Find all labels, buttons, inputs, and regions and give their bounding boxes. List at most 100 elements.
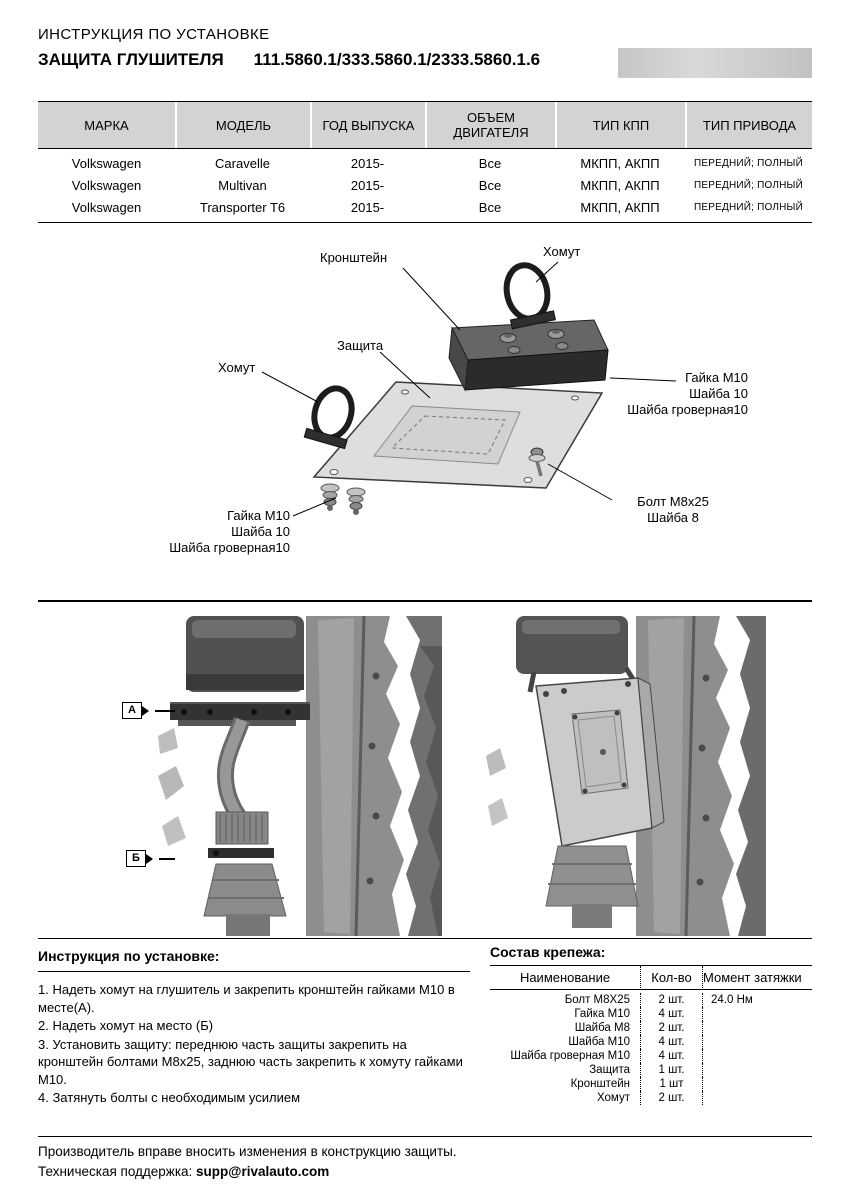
vehicle-table-header: МАРКА МОДЕЛЬ ГОД ВЫПУСКА ОБЪЕМ ДВИГАТЕЛЯ… xyxy=(38,102,812,149)
hardware-cell-qty: 2 шт. xyxy=(640,1091,702,1105)
hardware-cell-qty: 4 шт. xyxy=(640,1035,702,1049)
vehicle-cell: МКПП, АКПП xyxy=(580,155,660,171)
hardware-cell-name: Хомут xyxy=(597,1091,630,1104)
vehicle-header-cell: ГОД ВЫПУСКА xyxy=(310,102,425,148)
hardware-row: Шайба гроверная М10 4 шт. xyxy=(490,1049,812,1063)
hardware-cell-torque xyxy=(702,1021,812,1035)
hardware-row: Болт М8Х25 2 шт. 24.0 Нм xyxy=(490,993,812,1007)
marker-a-leader xyxy=(155,710,175,712)
vehicle-header-cell: ТИП ПРИВОДА xyxy=(685,102,812,148)
doc-type-line: ИНСТРУКЦИЯ ПО УСТАНОВКЕ xyxy=(38,26,270,43)
hardware-cell-name: Шайба М8 xyxy=(574,1021,630,1034)
diagram-label-clamp-top: Хомут xyxy=(543,244,581,259)
vehicle-cell: Volkswagen xyxy=(71,155,142,171)
diagram-label-line: Шайба гроверная10 xyxy=(169,540,290,555)
vehicle-row: Volkswagen Transporter T6 2015- Все МКПП… xyxy=(38,196,812,218)
hardware-cell-torque xyxy=(702,1091,812,1105)
vehicle-header-cell: ТИП КПП xyxy=(555,102,685,148)
vehicle-cell: ПЕРЕДНИЙ; ПОЛНЫЙ xyxy=(693,157,803,169)
vehicle-cell: Все xyxy=(478,199,502,215)
hardware-cell-torque: 24.0 Нм xyxy=(702,993,812,1007)
hardware-cell-torque xyxy=(702,1077,812,1091)
installation-instructions: Инструкция по установке: 1. Надеть хомут… xyxy=(38,948,470,1108)
installation-step: 2. Надеть хомут на место (Б) xyxy=(38,1018,214,1033)
marker-b: Б xyxy=(126,850,153,867)
vehicle-cell: Volkswagen xyxy=(71,177,142,193)
vehicle-cell: 2015- xyxy=(350,177,385,193)
vehicle-cell: МКПП, АКПП xyxy=(580,199,660,215)
hardware-cell-name: Кронштейн xyxy=(570,1077,630,1090)
diagram-label-nut-stack-right: Гайка М10 Шайба 10 Шайба гроверная10 xyxy=(610,370,748,418)
arrow-right-icon xyxy=(145,853,153,864)
hardware-heading: Состав крепежа: xyxy=(490,944,606,960)
hardware-cell-qty: 1 шт. xyxy=(640,1063,702,1077)
installation-photo-before xyxy=(158,616,442,936)
section-divider xyxy=(38,1136,812,1137)
vehicle-cell: Multivan xyxy=(218,177,267,193)
hardware-header-torque: Момент затяжки xyxy=(702,966,812,990)
support-label: Техническая поддержка: xyxy=(38,1164,197,1179)
hardware-cell-torque xyxy=(702,1035,812,1049)
vehicle-cell: ПЕРЕДНИЙ; ПОЛНЫЙ xyxy=(693,179,803,191)
hardware-row: Защита 1 шт. xyxy=(490,1063,812,1077)
hardware-row: Кронштейн 1 шт xyxy=(490,1077,812,1091)
installation-step: 3. Установить защиту: переднюю часть защ… xyxy=(38,1036,463,1087)
hardware-row: Хомут 2 шт. xyxy=(490,1091,812,1105)
hardware-section: Состав крепежа: Наименование Кол-во Моме… xyxy=(490,944,812,1105)
hardware-cell-name: Шайба гроверная М10 xyxy=(510,1049,630,1062)
diagram-label-line: Гайка М10 xyxy=(685,370,748,385)
vehicle-cell: Caravelle xyxy=(215,155,270,171)
hardware-cell-qty: 4 шт. xyxy=(640,1049,702,1063)
hardware-cell-qty: 2 шт. xyxy=(640,1021,702,1035)
marker-b-label: Б xyxy=(126,850,146,867)
hardware-header-qty: Кол-во xyxy=(640,966,702,990)
marker-b-leader xyxy=(159,858,175,860)
installation-heading: Инструкция по установке: xyxy=(38,948,470,972)
hardware-cell-torque xyxy=(702,1049,812,1063)
hardware-table-body: Болт М8Х25 2 шт. 24.0 Нм Гайка М10 4 шт.… xyxy=(490,990,812,1105)
vehicle-cell: 2015- xyxy=(350,199,385,215)
hardware-cell-qty: 1 шт xyxy=(640,1077,702,1091)
diagram-label-bolt-stack: Болт М8х25 Шайба 8 xyxy=(608,494,738,526)
vehicle-header-cell: ОБЪЕМ ДВИГАТЕЛЯ xyxy=(425,102,555,148)
vehicle-cell: МКПП, АКПП xyxy=(580,177,660,193)
section-divider xyxy=(38,938,812,939)
hardware-header-name: Наименование xyxy=(490,966,640,990)
hardware-cell-name: Защита xyxy=(589,1063,630,1076)
marker-a: А xyxy=(122,702,149,719)
marker-a-label: А xyxy=(122,702,142,719)
installation-photo-after xyxy=(486,616,766,936)
footer-disclaimer: Производитель вправе вносить изменения в… xyxy=(38,1144,457,1159)
vehicle-row: Volkswagen Multivan 2015- Все МКПП, АКПП… xyxy=(38,174,812,196)
diagram-label-line: Шайба гроверная10 xyxy=(627,402,748,417)
installation-step: 1. Надеть хомут на глушитель и закрепить… xyxy=(38,982,455,1015)
vehicle-table: МАРКА МОДЕЛЬ ГОД ВЫПУСКА ОБЪЕМ ДВИГАТЕЛЯ… xyxy=(38,101,812,223)
diagram-label-line: Шайба 10 xyxy=(231,524,290,539)
installation-step: 4. Затянуть болты с необходимым усилием xyxy=(38,1090,301,1105)
hardware-cell-qty: 4 шт. xyxy=(640,1007,702,1021)
vehicle-header-cell: МАРКА xyxy=(38,102,175,148)
diagram-label-shield: Защита xyxy=(337,338,384,353)
vehicle-cell: Все xyxy=(478,177,502,193)
diagram-label-clamp-left: Хомут xyxy=(218,360,256,375)
section-divider xyxy=(38,600,812,602)
vehicle-cell: Volkswagen xyxy=(71,199,142,215)
footer-support-line: Техническая поддержка: supp@rivalauto.co… xyxy=(38,1164,329,1179)
hardware-table: Наименование Кол-во Момент затяжки Болт … xyxy=(490,965,812,1105)
product-name: ЗАЩИТА ГЛУШИТЕЛЯ xyxy=(38,50,224,69)
parts-diagram-drawing xyxy=(261,261,677,517)
hardware-cell-qty: 2 шт. xyxy=(640,993,702,1007)
hardware-cell-name: Болт М8Х25 xyxy=(564,993,630,1006)
vehicle-row: Volkswagen Caravelle 2015- Все МКПП, АКП… xyxy=(38,152,812,174)
diagram-label-line: Гайка М10 xyxy=(227,508,290,523)
brand-logo-placeholder xyxy=(618,48,812,78)
support-email: supp@rivalauto.com xyxy=(196,1164,330,1179)
vehicle-header-cell: МОДЕЛЬ xyxy=(175,102,310,148)
vehicle-cell: ПЕРЕДНИЙ; ПОЛНЫЙ xyxy=(693,201,803,213)
vehicle-cell: Все xyxy=(478,155,502,171)
arrow-right-icon xyxy=(141,705,149,716)
hardware-cell-name: Гайка М10 xyxy=(574,1007,630,1020)
hardware-row: Гайка М10 4 шт. xyxy=(490,1007,812,1021)
